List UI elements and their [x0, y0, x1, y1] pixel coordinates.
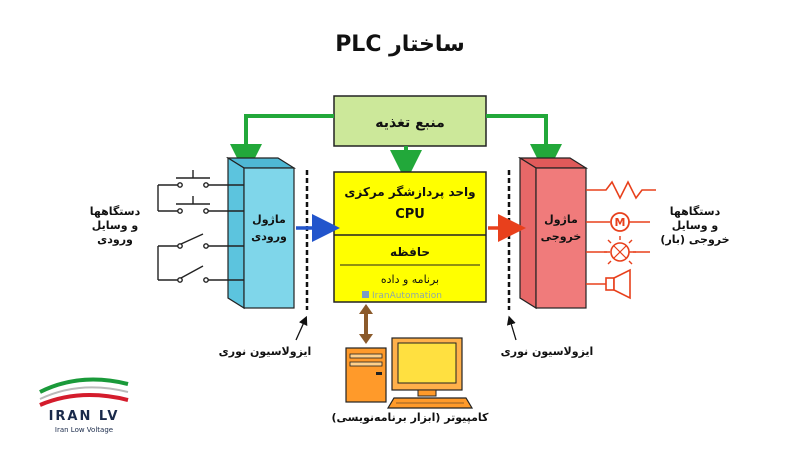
input-devices-label: دستگاهها و وسایل ورودی — [70, 205, 160, 247]
input-module-line1: ماژول — [252, 213, 286, 226]
output-devices-line3: خروجی (بار) — [660, 233, 730, 246]
input-devices-line1: دستگاهها — [89, 205, 141, 218]
output-module-line1: ماژول — [544, 213, 578, 226]
watermark-text: IranAutomation — [372, 291, 442, 301]
motor-letter: M — [615, 216, 626, 229]
logo-tagline: Iran Low Voltage — [55, 426, 113, 434]
cpu-computer-link — [359, 304, 373, 344]
isolation-pointer-right — [506, 315, 517, 341]
input-module: ماژول ورودی — [225, 156, 297, 310]
heater-icon — [586, 180, 656, 200]
output-devices-label: دستگاهها و وسایل خروجی (بار) — [650, 205, 740, 247]
power-supply-box: منبع تغذیه — [333, 95, 487, 147]
output-module-line2: خروجی — [541, 230, 582, 243]
computer-label: کامپیوتر (ابزار برنامه‌نویسی) — [331, 411, 489, 424]
cpu-box: واحد پردازشگر مرکزی CPU حافظه برنامه و د… — [333, 171, 487, 303]
memory-label: حافظه — [390, 245, 430, 259]
input-switches — [157, 170, 244, 283]
input-devices-line2: و وسایل — [91, 219, 139, 232]
iran-lv-logo: IRAN LV Iran Low Voltage — [39, 377, 129, 434]
optical-isolation-right-label: ایزولاسیون نوری — [500, 345, 594, 358]
input-module-line2: ورودی — [251, 230, 287, 243]
horn-icon — [586, 268, 631, 300]
output-module: ماژول خروجی — [517, 156, 589, 310]
output-devices-line1: دستگاهها — [669, 205, 721, 218]
computer-icon — [345, 337, 474, 409]
power-wires — [230, 114, 562, 182]
output-devices-symbols: M — [586, 180, 656, 300]
lamp-icon — [586, 236, 650, 265]
optical-isolation-left-label: ایزولاسیون نوری — [218, 345, 312, 358]
program-data-label: برنامه و داده — [381, 273, 439, 286]
cpu-label-line1: واحد پردازشگر مرکزی — [344, 185, 475, 200]
page-title: ساختار PLC — [335, 32, 465, 57]
output-devices-line2: و وسایل — [671, 219, 719, 232]
isolation-pointer-left — [295, 315, 308, 341]
cpu-label-line2: CPU — [395, 207, 425, 222]
power-supply-label: منبع تغذیه — [375, 115, 445, 131]
watermark-icon — [362, 291, 369, 298]
input-devices-line3: ورودی — [97, 233, 133, 246]
logo-name: IRAN LV — [49, 409, 120, 424]
